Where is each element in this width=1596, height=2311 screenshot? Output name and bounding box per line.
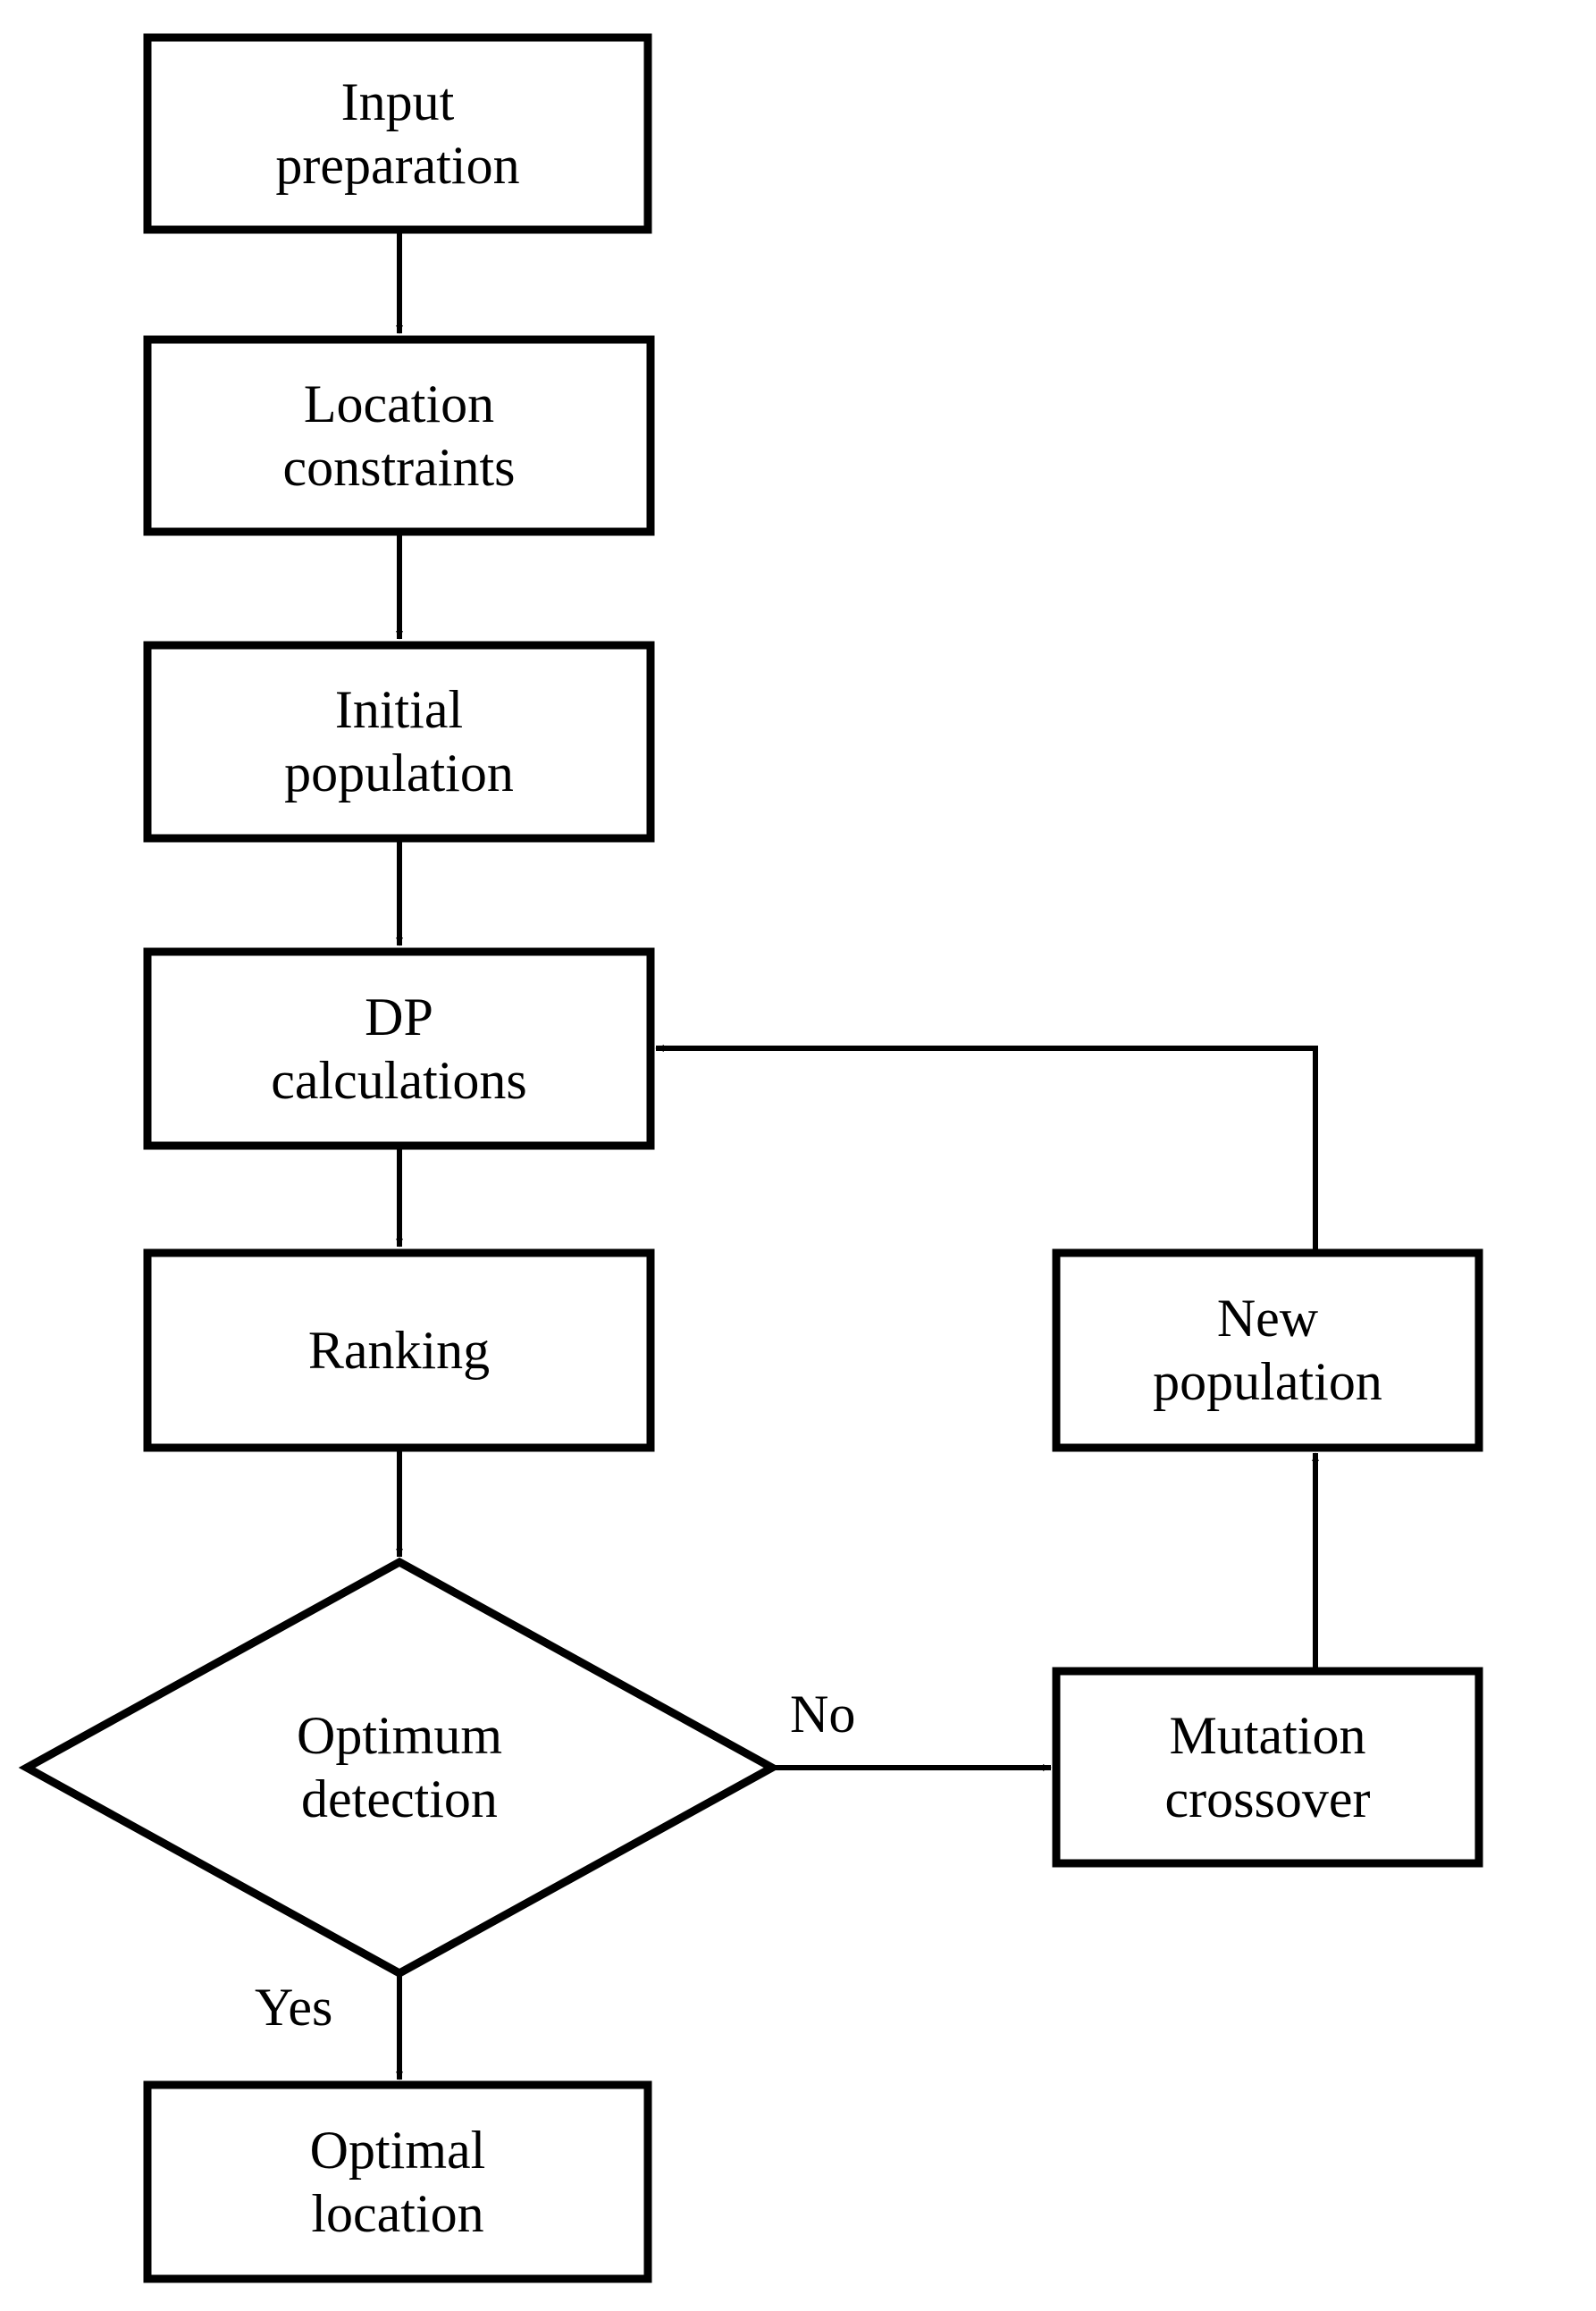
node-optimum-detection[interactable]	[18, 1557, 781, 1979]
node-ranking[interactable]	[143, 1248, 655, 1452]
node-dp-calculations[interactable]	[143, 947, 655, 1150]
node-initial-population[interactable]	[143, 641, 655, 843]
node-optimal-location[interactable]	[143, 2080, 652, 2283]
node-location-constraints[interactable]	[143, 335, 655, 536]
node-mutation-crossover[interactable]	[1052, 1667, 1483, 1868]
edge-label-no: No	[790, 1685, 856, 1744]
edge-label-yes: Yes	[255, 1978, 333, 2037]
node-input-preparation[interactable]	[143, 33, 652, 234]
edge-new-population-to-dp-feedback	[655, 1045, 1318, 1253]
node-new-population[interactable]	[1052, 1248, 1483, 1452]
